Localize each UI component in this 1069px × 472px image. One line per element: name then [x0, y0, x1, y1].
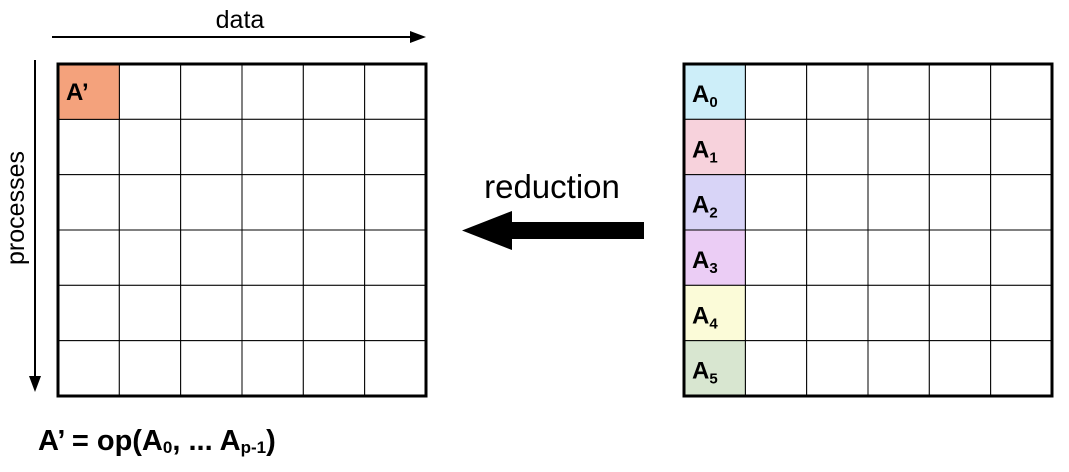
- grid-cell: [364, 174, 427, 231]
- source-block-label: A3: [692, 247, 718, 277]
- formula-sub-last: p-1: [240, 438, 267, 457]
- grid-cell: [867, 63, 930, 120]
- processes-axis-arrowhead-icon: [29, 376, 41, 392]
- grid-cell: [118, 63, 182, 120]
- grid-cell: [928, 229, 992, 286]
- grid-cell: [806, 229, 869, 286]
- grid-cell: [867, 229, 930, 286]
- grid-cell: [302, 174, 366, 231]
- result-cell-label: A’: [66, 79, 89, 106]
- grid-cell: [867, 284, 930, 342]
- grid-cell: [180, 174, 243, 231]
- grid-cell: [57, 174, 120, 231]
- source-block-5: [683, 340, 746, 397]
- grid-cell: [990, 284, 1053, 342]
- formula-end: ): [266, 425, 276, 457]
- grid-cell: [928, 174, 992, 231]
- grid-cell: [180, 118, 243, 176]
- grid-cell: [867, 340, 930, 397]
- source-block-label: A0: [692, 81, 718, 111]
- reduction-formula: A’ = op(A0, ... Ap-1): [38, 425, 276, 458]
- grid-cell: [364, 229, 427, 286]
- grid-cell: [118, 284, 182, 342]
- grid-cell: [806, 63, 869, 120]
- grid-cell: [180, 63, 243, 120]
- formula-sub-first: 0: [162, 438, 173, 457]
- grid-cell: [302, 284, 366, 342]
- data-axis: data: [52, 6, 426, 43]
- grid-cell: [744, 63, 808, 120]
- grid-cell: [806, 174, 869, 231]
- grid-cell: [744, 118, 808, 176]
- reduction-arrow-shaft: [500, 222, 644, 239]
- grid-cell: [57, 284, 120, 342]
- grid-cell: [241, 174, 304, 231]
- source-block-label: A4: [692, 302, 718, 332]
- source-block-1: [683, 118, 746, 176]
- grid-cell: [241, 229, 304, 286]
- grid-cell: [57, 118, 120, 176]
- grid-cell: [990, 340, 1053, 397]
- grid-cell: [867, 118, 930, 176]
- grid-cell: [180, 229, 243, 286]
- grid-cell: [241, 118, 304, 176]
- grid-cell: [744, 284, 808, 342]
- grid-cell: [57, 340, 120, 397]
- grid-cell: [241, 340, 304, 397]
- reduction-label: reduction: [484, 168, 620, 205]
- result-grid-border: [56, 62, 428, 398]
- grid-cell: [180, 340, 243, 397]
- grid-cell: [364, 118, 427, 176]
- grid-cell: [928, 118, 992, 176]
- grid-cell: [990, 118, 1053, 176]
- grid-cell: [118, 174, 182, 231]
- grid-cell: [744, 229, 808, 286]
- source-block-4: [683, 284, 746, 342]
- grid-cell: [806, 284, 869, 342]
- grid-cell: [806, 340, 869, 397]
- source-block-label: A2: [692, 192, 718, 222]
- grid-cell: [867, 174, 930, 231]
- grid-cell: [806, 118, 869, 176]
- source-grid-border: [682, 62, 1054, 398]
- source-block-label: A5: [692, 358, 718, 388]
- grid-cell: [302, 229, 366, 286]
- grid-cell: [364, 340, 427, 397]
- grid-cell: [241, 63, 304, 120]
- grid-cell: [990, 229, 1053, 286]
- formula-middle: , ... A: [172, 425, 241, 457]
- grid-cell: [364, 63, 427, 120]
- grid-cell: [302, 63, 366, 120]
- processes-axis: processes: [2, 60, 41, 392]
- grid-cell: [364, 284, 427, 342]
- source-block-2: [683, 174, 746, 231]
- grid-cell: [928, 340, 992, 397]
- grid-cell: [118, 118, 182, 176]
- grid-cell: [57, 229, 120, 286]
- grid-cell: [241, 284, 304, 342]
- grid-cell: [744, 340, 808, 397]
- grid-cell: [928, 284, 992, 342]
- source-block-label: A1: [692, 136, 718, 166]
- grid-cell: [302, 118, 366, 176]
- data-axis-label: data: [216, 6, 265, 34]
- data-axis-arrowhead-icon: [410, 31, 426, 43]
- result-grid: A’: [56, 62, 428, 398]
- grid-cell: [990, 63, 1053, 120]
- grid-cell: [928, 63, 992, 120]
- source-block-0: [683, 63, 746, 120]
- formula-lhs: A’ = op(A: [38, 425, 163, 457]
- grid-cell: [744, 174, 808, 231]
- grid-cell: [990, 174, 1053, 231]
- grid-cell: [118, 229, 182, 286]
- processes-axis-label: processes: [2, 151, 30, 265]
- reduction-operation: reduction: [462, 168, 644, 250]
- grid-cell: [180, 284, 243, 342]
- reduction-arrow-icon: [462, 211, 512, 250]
- grid-cell: [302, 340, 366, 397]
- grid-cell: [118, 340, 182, 397]
